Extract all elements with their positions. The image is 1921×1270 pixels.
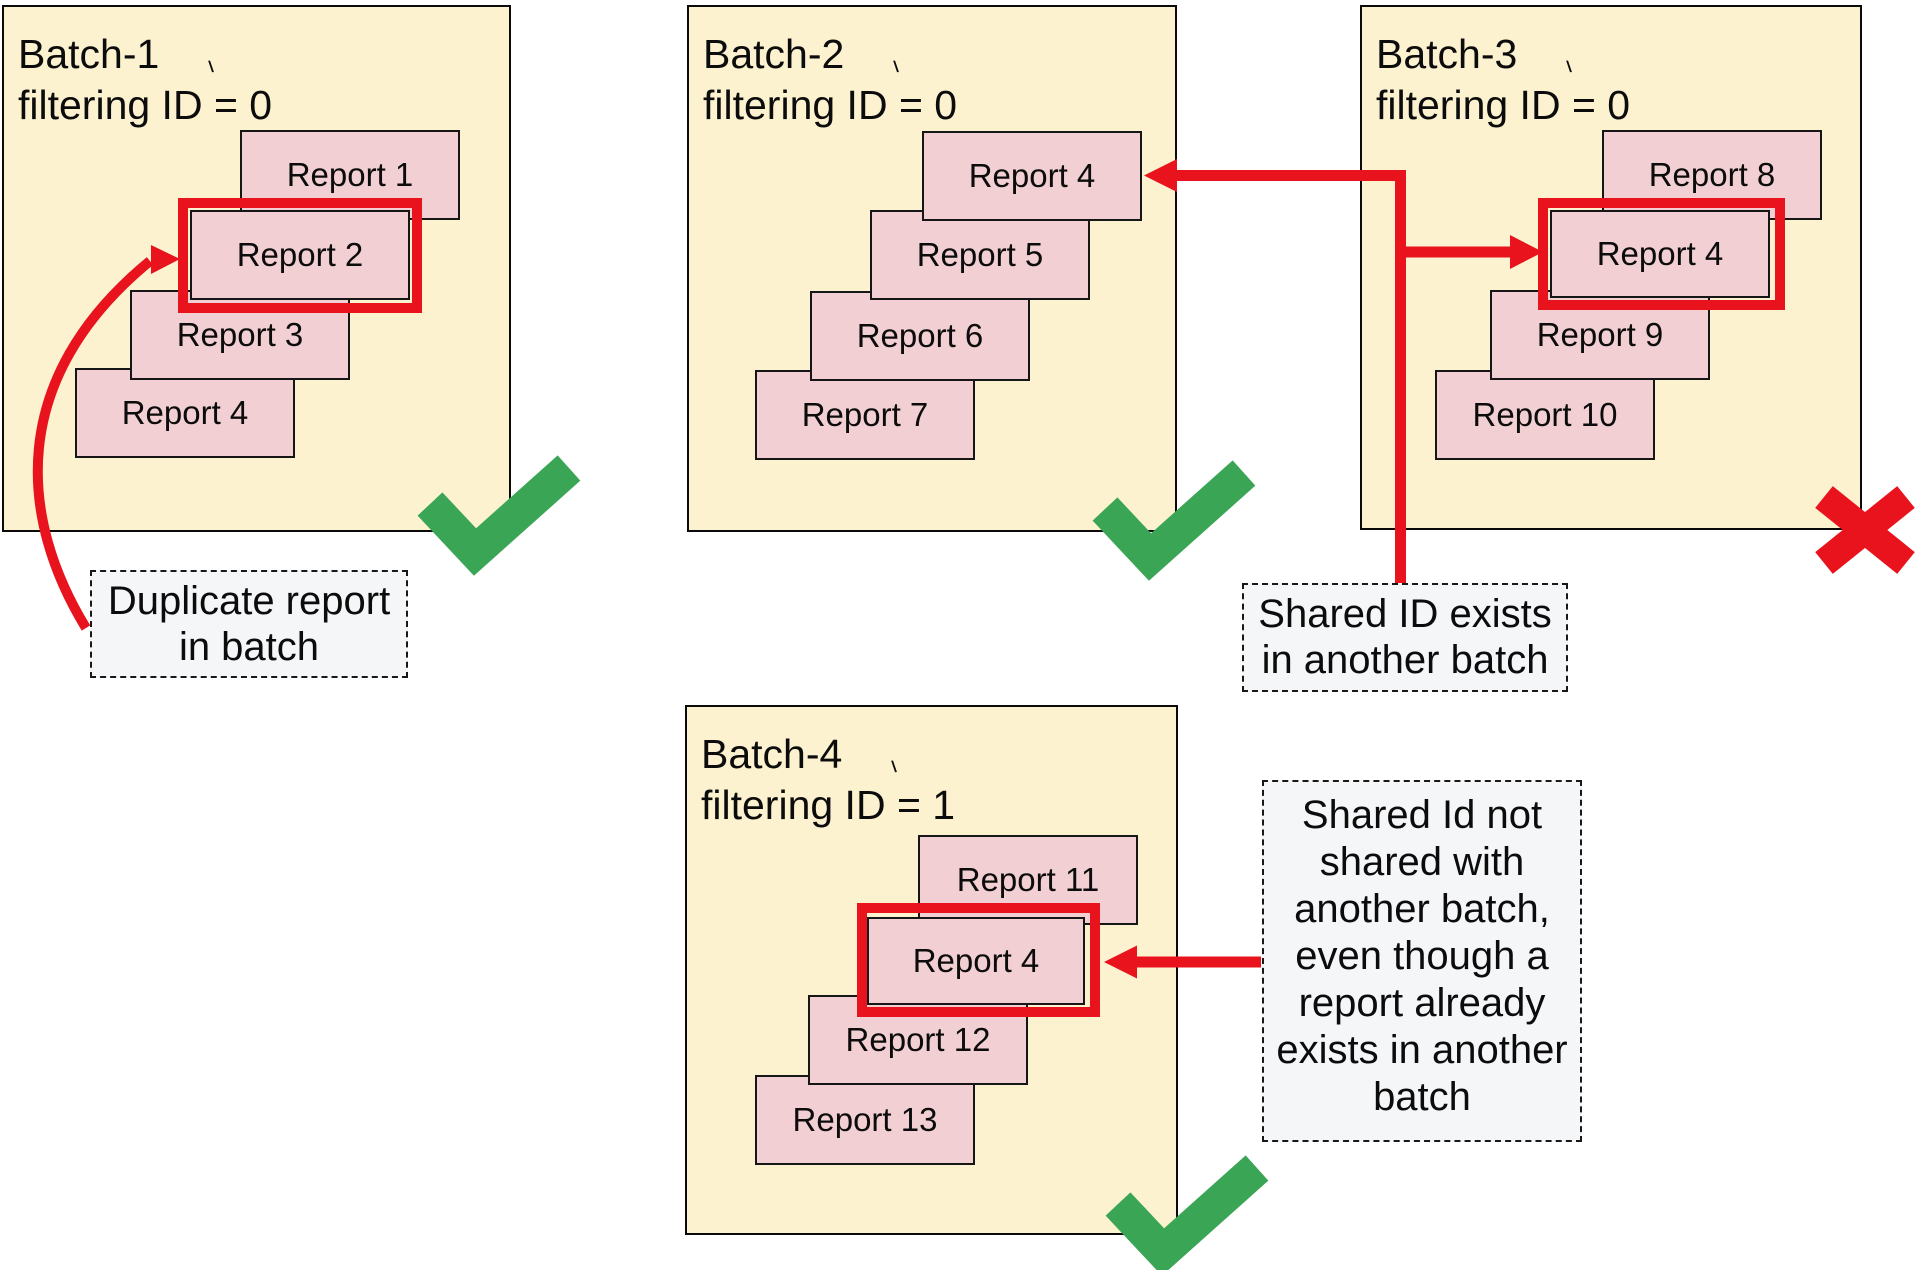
report-card-highlighted: Report 4 [1550,210,1770,298]
not-shared-highlight-frame [857,903,1100,1017]
report-card-highlighted: Report 2 [190,210,410,300]
shared-id-highlight-frame [1538,198,1785,310]
stray-tick-mark: \ [207,58,215,77]
batch-3-subtitle: filtering ID = 0 [1376,82,1631,128]
batch-4-subtitle: filtering ID = 1 [701,782,956,828]
annotation-duplicate-report: Duplicate report in batch [90,570,408,678]
batch-2-title: Batch-2 [703,31,845,77]
report-card: Report 4 [922,131,1142,221]
batch-3-title: Batch-3 [1376,31,1518,77]
report-card: Report 13 [755,1075,975,1165]
report-card: Report 4 [75,368,295,458]
report-card: Report 10 [1435,370,1655,460]
batch-1-title: Batch-1 [18,31,160,77]
duplicate-highlight-frame [178,198,422,313]
report-card-highlighted: Report 4 [867,917,1085,1005]
annotation-shared-id-exists: Shared ID exists in another batch [1242,583,1568,692]
batch-2-subtitle: filtering ID = 0 [703,82,958,128]
annotation-shared-id-not-shared: Shared Id not shared with another batch,… [1262,780,1582,1142]
stray-tick-mark: \ [892,58,900,77]
batch-1-subtitle: filtering ID = 0 [18,82,273,128]
report-card: Report 6 [810,291,1030,381]
stray-tick-mark: \ [890,758,898,777]
batch-4-title: Batch-4 [701,731,843,777]
report-card: Report 5 [870,210,1090,300]
stray-tick-mark: \ [1565,58,1573,77]
report-card: Report 7 [755,370,975,460]
